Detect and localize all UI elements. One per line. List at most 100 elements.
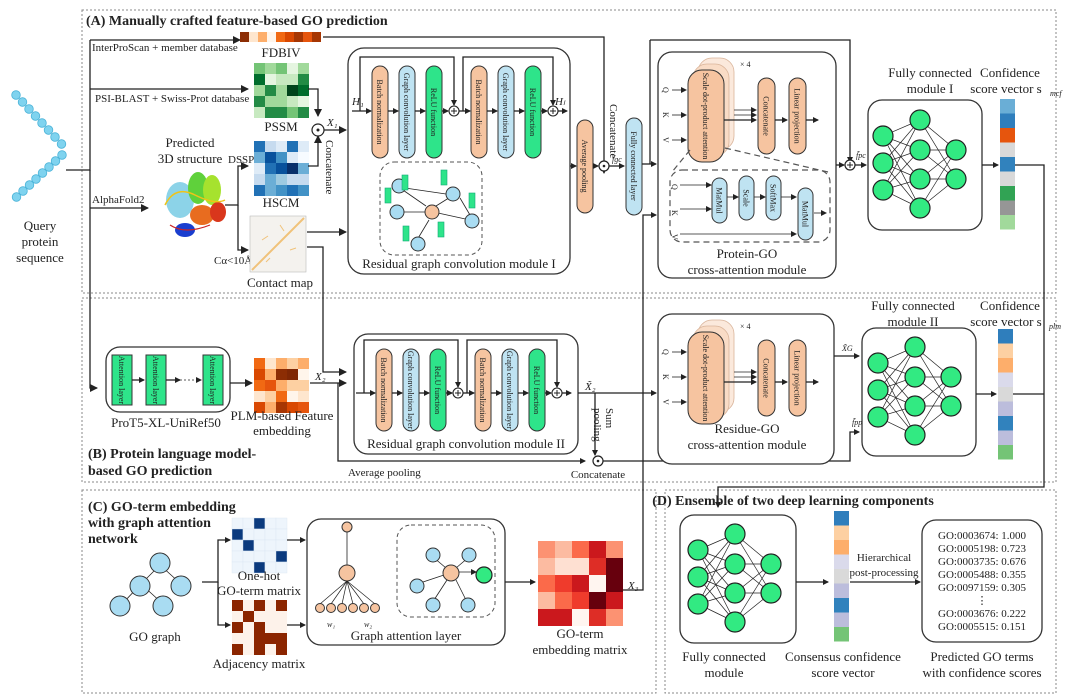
fc-module-2	[861, 327, 977, 457]
pssm-cell	[276, 63, 287, 74]
qkv-label: V	[661, 399, 670, 405]
conf1-title-1: Confidence	[980, 65, 1040, 80]
contact-map-label: Contact map	[247, 275, 313, 290]
confidence-score-cell	[1000, 171, 1015, 186]
fdbiv-cell	[249, 32, 258, 42]
adjacency-matrix	[232, 600, 287, 655]
confidence-score-cell	[834, 569, 849, 584]
sequence-bead	[37, 118, 47, 128]
rgc1-title: Residual graph convolution module I	[362, 256, 556, 271]
plm-embedding-label-1: PLM-based Feature	[231, 408, 334, 423]
attention-edge	[346, 580, 365, 605]
plm-embedding-cell	[298, 402, 309, 413]
confidence-score-cell	[1000, 215, 1015, 230]
predictions-box	[921, 519, 1043, 643]
x3-label: X₃	[627, 580, 639, 592]
rgc-block-5	[497, 65, 515, 159]
attention-edge	[341, 580, 348, 605]
contact-arrow	[237, 205, 249, 254]
pssm-cell	[298, 63, 309, 74]
hl-label: Hₗ	[554, 96, 566, 108]
confidence-vector-1	[1000, 99, 1015, 230]
nn-node	[867, 379, 889, 401]
section-a-title: (A) Manually crafted feature-based GO pr…	[86, 14, 388, 29]
fc1-title-1: Fully connected	[888, 65, 972, 80]
sum-pooling-label-2: pooling	[591, 408, 603, 442]
concat-dot-c	[596, 459, 600, 463]
plm-embedding-cell	[276, 358, 287, 369]
hscm-cell	[298, 141, 309, 152]
fdbiv-cell	[285, 32, 294, 42]
adjacency-cell	[276, 600, 287, 611]
softmax-block-label: SoftMax	[769, 184, 778, 212]
fdbiv-cell	[312, 32, 321, 42]
nn-node	[724, 611, 746, 633]
svg-text:w₂: w₂	[364, 620, 372, 629]
predictions-label-1: Predicted GO terms	[930, 649, 1033, 664]
nn-node	[940, 366, 962, 388]
qkv-label: V	[661, 137, 670, 143]
plm-input-arrow	[89, 170, 98, 392]
pssm-cell	[287, 85, 298, 96]
pssm-cell	[276, 96, 287, 107]
svg-text:K: K	[670, 210, 679, 216]
plm-embedding-cell	[265, 369, 276, 380]
attention-layer-block	[202, 354, 224, 406]
concatenate-c-label: Concatenate	[571, 469, 625, 481]
linear-projection-block-label: Linear projection	[793, 350, 802, 405]
adjacency-cell	[265, 644, 276, 655]
pssm-cell	[265, 74, 276, 85]
average-pooling-line	[337, 383, 586, 464]
section-a-frame	[81, 9, 1057, 294]
x2-tilde-label: X̃₂	[584, 380, 596, 393]
pssm-matrix	[254, 63, 309, 118]
attn2-title-2: cross-attention module	[688, 437, 807, 452]
nn-edge	[919, 119, 957, 180]
confidence-score-cell	[1000, 128, 1015, 143]
hscm-cell	[276, 185, 287, 196]
adjacency-cell	[254, 600, 265, 611]
onehot-cell	[264, 517, 277, 530]
adjacency-cell	[265, 600, 276, 611]
adjacency-cell	[232, 633, 243, 644]
adjacency-cell	[265, 611, 276, 622]
adjacency-cell	[254, 633, 265, 644]
nn-edge	[914, 346, 952, 407]
plm-embedding-label-2: embedding	[253, 423, 311, 438]
prediction-item: GO:0005198: 0.723	[938, 543, 1027, 555]
conf1-to-ensemble-line	[715, 164, 1045, 508]
nn-node	[904, 336, 926, 358]
nn-node	[872, 179, 894, 201]
protein-3d-structure-icon	[164, 172, 226, 237]
confidence-score-cell	[998, 430, 1013, 445]
nn-edge	[734, 563, 772, 623]
adjacency-cell	[243, 633, 254, 644]
consensus-label-1: Consensus confidence	[785, 649, 901, 664]
go-embedding-cell	[589, 558, 606, 575]
trunk-line	[66, 40, 91, 171]
attention-layer-label: Attention layer	[208, 356, 217, 405]
confidence-score-cell	[998, 401, 1013, 416]
hscm-label: HSCM	[263, 195, 300, 210]
softmax-block	[765, 175, 782, 221]
scale-block-label: Scale	[742, 189, 751, 207]
concatenate-label-b: Concatenate	[607, 104, 619, 158]
onehot-matrix	[231, 517, 288, 574]
svg-text:Q: Q	[670, 184, 679, 190]
scale-dot-product-attention-block	[687, 331, 725, 425]
rgc-block-2-label: Graph convolution layer	[406, 351, 415, 430]
attn1-title-2: cross-attention module	[688, 262, 807, 277]
pssm-cell	[298, 85, 309, 96]
nn-node	[867, 352, 889, 374]
h1-label: H₁	[351, 96, 364, 108]
sum-pooling-label-1: Sum	[603, 408, 615, 429]
confidence-score-cell	[998, 372, 1013, 387]
confidence-score-cell	[1000, 99, 1015, 114]
sequence-bead	[11, 90, 21, 100]
hscm-matrix	[254, 141, 309, 196]
fdbiv-cell	[276, 32, 285, 42]
average-pooling-b-label: Average pooling	[348, 467, 421, 479]
concatenate-block-label: Concatenate	[762, 96, 771, 136]
prediction-item: GO:0003676: 0.222	[938, 608, 1026, 620]
